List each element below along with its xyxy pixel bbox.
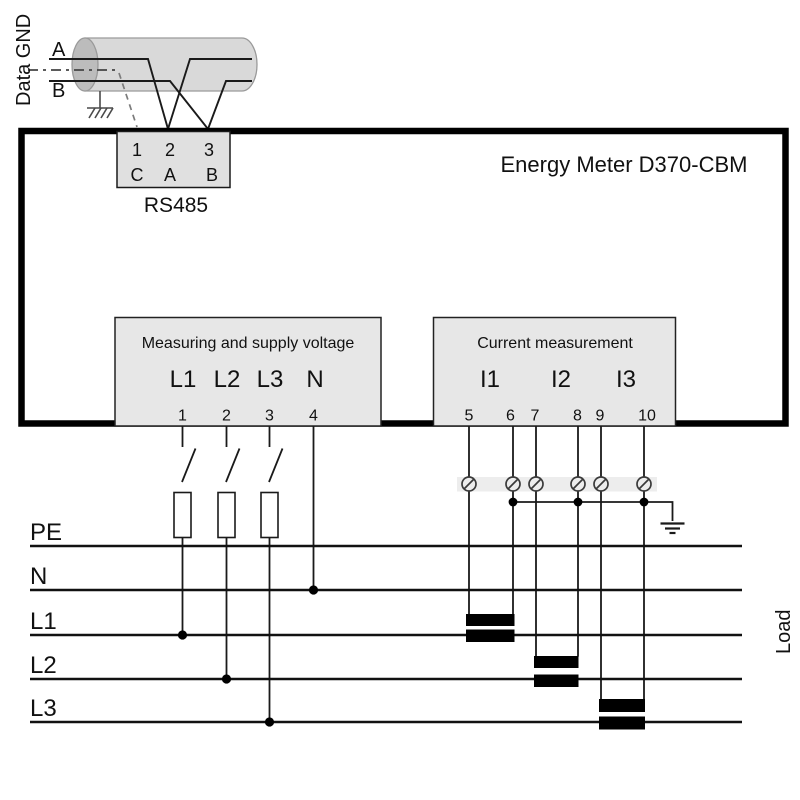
switch-symbol-l2 — [225, 448, 241, 483]
voltage-wiring — [181, 426, 315, 722]
mains-bus-lines — [30, 544, 742, 724]
data-gnd-drop-wire — [118, 72, 138, 128]
bus-label-n: N — [30, 563, 47, 590]
current-transformer-l1-secondary — [466, 614, 515, 626]
current-input-i1: I1 — [480, 366, 500, 393]
current-terminal-9: 9 — [596, 408, 605, 425]
voltage-input-l2: L2 — [214, 366, 241, 393]
bus-label-l3: L3 — [30, 695, 57, 722]
fuses — [173, 491, 279, 539]
current-transformers — [466, 614, 645, 730]
junction-dot — [639, 497, 649, 507]
meter-outline — [18, 127, 789, 427]
current-input-i2: I2 — [551, 366, 571, 393]
rs485-terminal-block: 1 2 3 C A B RS485 — [116, 130, 231, 217]
switch-symbol-l3 — [268, 448, 284, 483]
voltage-input-n3: L3 — [257, 366, 284, 393]
junction-dot — [508, 497, 518, 507]
rs485-port-label: RS485 — [144, 194, 208, 217]
current-transformer-l2-secondary — [534, 656, 579, 668]
voltage-input-n: N — [306, 366, 323, 393]
rs485-terminal-b-signal: B — [206, 165, 218, 185]
ct-ground-symbol — [660, 522, 685, 535]
bus-junctions — [177, 585, 319, 727]
current-terminal-10: 10 — [638, 408, 656, 425]
current-transformer-l3-primary — [599, 716, 645, 730]
junction-dot-l2 — [221, 674, 232, 684]
current-wiring — [468, 426, 674, 700]
current-terminal-8: 8 — [573, 408, 582, 425]
voltage-terminal-2: 2 — [222, 408, 231, 425]
voltage-block-title: Measuring and supply voltage — [142, 335, 355, 352]
meter-title: Energy Meter D370-CBM — [501, 152, 748, 177]
cable-shield-ground-symbol — [87, 91, 114, 119]
current-terminal-6: 6 — [506, 408, 515, 425]
ct-link-junctions — [508, 497, 649, 507]
rs485-terminal-1-number: 1 — [132, 140, 142, 160]
rs485-terminal-2-number: 2 — [165, 140, 175, 160]
ct-common-ground-link — [513, 501, 674, 521]
rs485-terminal-a-signal: A — [164, 165, 176, 185]
ct-shorting-screws — [461, 476, 652, 492]
rs485-terminal-c-signal: C — [131, 165, 144, 185]
load-label: Load — [773, 610, 795, 655]
voltage-terminal-3: 3 — [265, 408, 274, 425]
current-terminal-7: 7 — [531, 408, 540, 425]
current-terminal-5: 5 — [465, 408, 474, 425]
wire-a-label: A — [52, 39, 66, 61]
voltage-terminal-1: 1 — [178, 408, 187, 425]
bus-label-l2: L2 — [30, 652, 57, 679]
rs485-terminal-3-number: 3 — [204, 140, 214, 160]
junction-dot-l3 — [264, 717, 275, 727]
current-block-title: Current measurement — [477, 335, 633, 352]
current-input-i3: I3 — [616, 366, 636, 393]
wire-b-label: B — [52, 80, 65, 102]
current-block-body — [432, 316, 677, 427]
serial-cable-end-cap — [71, 37, 99, 92]
junction-dot — [573, 497, 583, 507]
voltage-input-l1: L1 — [170, 366, 197, 393]
bus-label-pe: PE — [30, 519, 62, 546]
fuse-symbol-l3 — [260, 491, 279, 539]
serial-cable-body — [84, 37, 258, 92]
switch-symbol-l1 — [181, 448, 197, 483]
serial-cable — [71, 37, 258, 92]
fuse-symbol-l1 — [173, 491, 192, 539]
current-block: Current measurement I1 I2 I3 5 6 7 8 9 1… — [432, 316, 677, 427]
rs485-terminal-block-body — [116, 130, 231, 189]
junction-dot-n — [308, 585, 319, 595]
junction-dot-l1 — [177, 630, 188, 640]
voltage-block-body — [114, 316, 382, 427]
fuse-symbol-l2 — [217, 491, 236, 539]
bus-label-l1: L1 — [30, 608, 57, 635]
voltage-terminal-4: 4 — [309, 408, 318, 425]
current-transformer-l2-primary — [534, 674, 579, 687]
data-gnd-label: Data GND — [13, 14, 35, 106]
voltage-block: Measuring and supply voltage L1 L2 L3 N … — [114, 316, 382, 427]
ct-shorting-band — [457, 477, 657, 492]
current-transformer-l1-primary — [466, 629, 515, 642]
current-transformer-l3-secondary — [599, 699, 645, 712]
